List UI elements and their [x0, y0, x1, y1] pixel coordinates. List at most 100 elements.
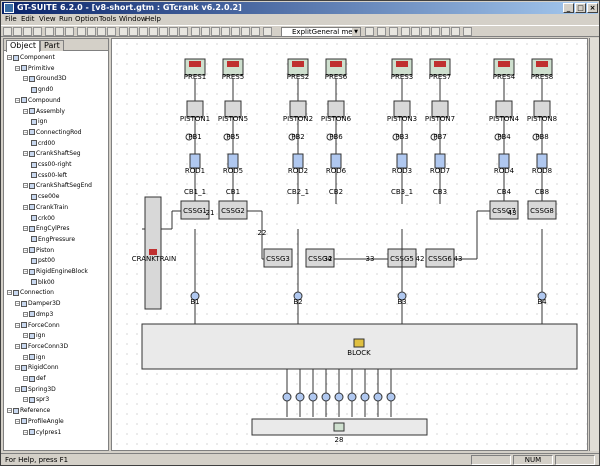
toolbar-button[interactable] [401, 27, 410, 36]
toolbar-button[interactable] [65, 27, 74, 36]
tree-node[interactable]: −def [23, 375, 46, 383]
toolbar-button[interactable] [13, 27, 22, 36]
mount-icon[interactable] [282, 392, 292, 402]
crankshaft-segment[interactable] [180, 200, 210, 220]
rod-block[interactable] [292, 153, 304, 169]
expand-toggle-icon[interactable]: − [15, 386, 20, 392]
bearing-icon[interactable] [397, 291, 407, 301]
menu-run[interactable]: Run [59, 15, 73, 23]
tree-node[interactable]: −Piston [23, 247, 54, 255]
bearing-icon[interactable] [190, 291, 200, 301]
tree-node[interactable]: css00-left [31, 172, 67, 180]
tree-node[interactable]: −spr3 [23, 396, 49, 404]
tree-node[interactable]: −ForceConn [15, 322, 60, 330]
tree-node[interactable]: −Spring3D [15, 386, 56, 394]
menu-tools[interactable]: Tools [99, 15, 117, 23]
expand-toggle-icon[interactable]: − [15, 343, 20, 349]
expand-toggle-icon[interactable]: − [7, 55, 12, 60]
mount-icon[interactable] [347, 392, 357, 402]
tree-node[interactable]: −CrankShaftSeg [23, 150, 81, 158]
toolbar-button[interactable] [119, 27, 128, 36]
piston-block[interactable] [327, 100, 345, 118]
tree-node[interactable]: −Primitive [15, 65, 54, 73]
expand-toggle-icon[interactable]: − [15, 97, 20, 103]
tree-node[interactable]: −ProfileAngle [15, 418, 64, 426]
rod-block[interactable] [434, 153, 446, 169]
toolbar-button[interactable] [421, 27, 430, 36]
crankshaft-segment[interactable] [263, 248, 293, 268]
expand-toggle-icon[interactable]: − [23, 151, 28, 157]
toolbar-button[interactable] [33, 27, 42, 36]
bearing-icon[interactable] [293, 291, 303, 301]
vertical-scrollbar[interactable] [589, 38, 599, 451]
rod-block[interactable] [536, 153, 548, 169]
tree-node[interactable]: −Ground3D [23, 75, 67, 83]
toolbar-button[interactable] [251, 27, 260, 36]
piston-block[interactable] [186, 100, 204, 118]
tree-node[interactable]: pst00 [31, 257, 55, 265]
expand-toggle-icon[interactable]: − [23, 269, 28, 274]
tree-node[interactable]: −ign [23, 354, 45, 362]
expand-toggle-icon[interactable]: − [23, 129, 28, 135]
crankshaft-segment[interactable] [218, 200, 248, 220]
toolbar-button[interactable] [149, 27, 158, 36]
piston-block[interactable] [495, 100, 513, 118]
expand-toggle-icon[interactable]: − [23, 354, 28, 360]
tree-node[interactable]: −Assembly [23, 108, 65, 116]
toolbar-button[interactable] [45, 27, 54, 36]
title-bar[interactable]: GT-SUITE 6.2.0 - [v8-short.gtm : GTcrank… [2, 2, 598, 14]
tree-node[interactable]: ign [31, 118, 47, 126]
piston-block[interactable] [289, 100, 307, 118]
tree-node[interactable]: css00-right [31, 161, 71, 169]
mount-icon[interactable] [373, 392, 383, 402]
mount-icon[interactable] [386, 392, 396, 402]
tree-node[interactable]: gnd0 [31, 86, 53, 94]
expand-toggle-icon[interactable]: − [23, 376, 28, 381]
menu-window[interactable]: Window [119, 15, 147, 23]
mount-icon[interactable] [334, 392, 344, 402]
mount-icon[interactable] [321, 392, 331, 402]
tab-object[interactable]: Object [6, 40, 41, 52]
expand-toggle-icon[interactable]: − [15, 365, 20, 371]
menu-file[interactable]: File [5, 15, 17, 23]
tree-node[interactable]: EngPressure [31, 236, 75, 244]
rod-block[interactable] [396, 153, 408, 169]
rod-block[interactable] [330, 153, 342, 169]
piston-block[interactable] [431, 100, 449, 118]
toolbar-button[interactable] [201, 27, 210, 36]
toolbar-button[interactable] [411, 27, 420, 36]
expand-toggle-icon[interactable]: − [7, 290, 12, 296]
chevron-down-icon[interactable]: ▼ [352, 28, 360, 36]
toolbar-button[interactable] [463, 27, 472, 36]
expand-toggle-icon[interactable]: − [23, 183, 28, 189]
crankshaft-segment[interactable] [527, 200, 557, 220]
menu-option[interactable]: Option [75, 15, 99, 23]
toolbar-button[interactable] [55, 27, 64, 36]
tree-node[interactable]: −ign [23, 332, 45, 340]
tree-node[interactable]: −Connection [7, 289, 54, 297]
expand-toggle-icon[interactable]: − [15, 301, 20, 307]
toolbar-button[interactable] [97, 27, 106, 36]
piston-block[interactable] [224, 100, 242, 118]
expand-toggle-icon[interactable]: − [23, 76, 28, 82]
tree-node[interactable]: blk00 [31, 279, 55, 287]
tab-part[interactable]: Part [40, 40, 64, 51]
toolbar-button[interactable] [139, 27, 148, 36]
expand-toggle-icon[interactable]: − [23, 247, 28, 253]
rod-block[interactable] [189, 153, 201, 169]
tree-node[interactable]: cse00e [31, 193, 59, 201]
toolbar-button[interactable] [241, 27, 250, 36]
tree-node[interactable]: −RigidEngineBlock [23, 268, 88, 276]
expand-toggle-icon[interactable]: − [23, 397, 28, 403]
tree-node[interactable]: −dmp3 [23, 311, 53, 319]
toolbar-button[interactable] [365, 27, 374, 36]
tree-node[interactable]: −cylpres1 [23, 429, 61, 437]
crankshaft-segment[interactable] [305, 248, 335, 268]
tree-node[interactable]: −ConnectingRod [23, 129, 81, 137]
toolbar-button[interactable] [107, 27, 116, 36]
tree-node[interactable]: −EngCylPres [23, 225, 69, 233]
minimize-button[interactable]: _ [563, 3, 574, 13]
piston-block[interactable] [393, 100, 411, 118]
